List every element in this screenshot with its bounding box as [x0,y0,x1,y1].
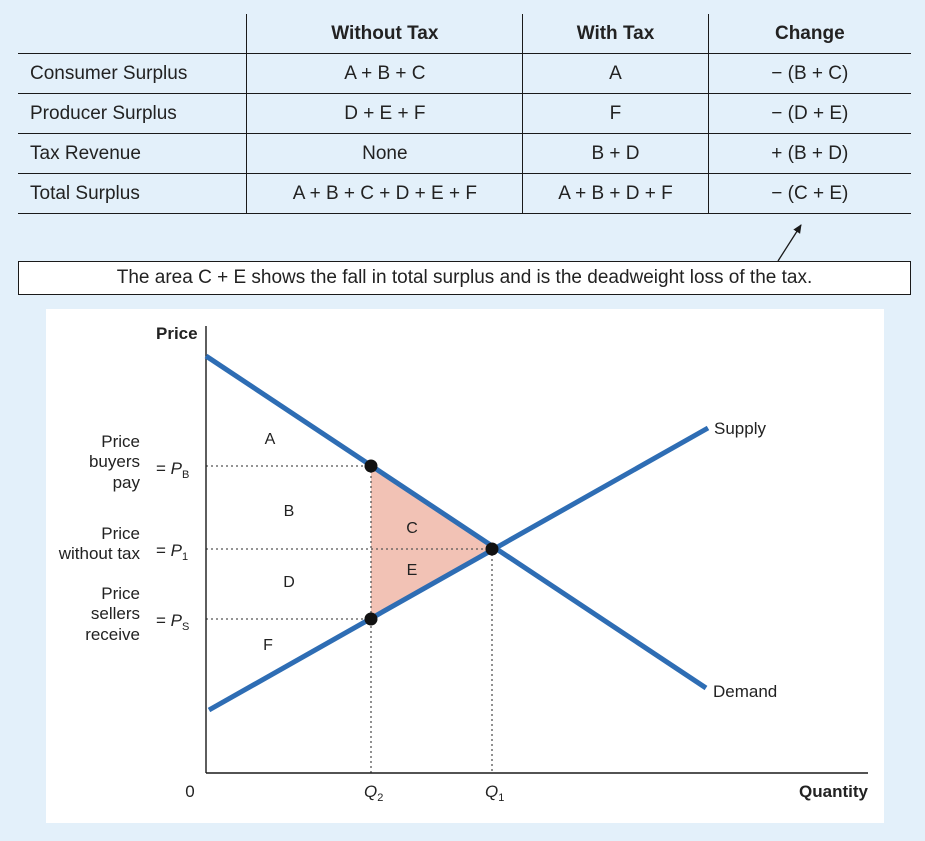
point-sellers-price [364,612,378,626]
demand-curve [204,353,708,691]
table-row: Total Surplus A + B + C + D + E + F A + … [18,173,911,214]
price-without-tax-symbol: = P1 [156,541,188,563]
price-without-tax-text: Price without tax [58,524,141,563]
row-label: Total Surplus [18,173,247,214]
cell-with-tax: F [522,93,709,134]
price-sellers-line: sellers [91,604,140,623]
supply-label: Supply [714,419,766,438]
cell-with-tax: A + B + D + F [522,173,709,214]
table-row: Producer Surplus D + E + F F − (D + E) [18,93,911,134]
cell-without-tax: A + B + C + D + E + F [246,173,523,214]
row-label: Consumer Surplus [18,53,247,94]
supply-demand-diagram: Price Quantity 0 Supply Demand Price buy… [58,324,869,804]
cell-without-tax: None [246,133,523,174]
header-blank [18,14,247,54]
dotted-guides [206,465,493,773]
row-label: Producer Surplus [18,93,247,134]
price-buyers-line: buyers [89,452,140,471]
price-sellers-text: Price sellers receive [85,584,140,644]
cell-change: − (C + E) [707,173,911,214]
origin-label: 0 [185,782,194,801]
point-equilibrium [485,542,499,556]
area-b-label: B [284,503,295,520]
cell-change: − (B + C) [707,53,911,94]
price-buyers-symbol: = PB [156,459,189,481]
deadweight-note: The area C + E shows the fall in total s… [18,261,911,295]
deadweight-loss-triangle [371,466,492,619]
header-change: Change [707,14,911,54]
price-sellers-symbol: = PS [156,611,189,633]
quantity-q2-label: Q2 [364,782,383,804]
x-axis-label: Quantity [799,782,868,801]
price-buyers-text: Price buyers pay [89,432,141,492]
price-without-tax-line: Price [101,524,140,543]
price-sellers-line: Price [101,584,140,603]
cell-change: + (B + D) [707,133,911,174]
cell-without-tax: D + E + F [246,93,523,134]
quantity-q1-label: Q1 [485,782,504,804]
price-sellers-line: receive [85,625,140,644]
area-e-label: E [407,562,418,579]
header-without-tax: Without Tax [246,14,523,54]
y-axis-label: Price [156,324,198,343]
price-buyers-line: pay [113,473,141,492]
surplus-table: Without Tax With Tax Change Consumer Sur… [18,14,911,214]
point-buyers-price [364,459,378,473]
area-c-label: C [406,520,418,537]
supply-curve [207,425,710,713]
diagram-panel: Price Quantity 0 Supply Demand Price buy… [46,309,884,823]
area-a-label: A [265,431,276,448]
cell-without-tax: A + B + C [246,53,523,94]
area-f-label: F [263,637,273,654]
price-buyers-line: Price [101,432,140,451]
row-label: Tax Revenue [18,133,247,174]
demand-label: Demand [713,682,777,701]
cell-with-tax: A [522,53,709,94]
price-without-tax-line: without tax [58,544,141,563]
table-row: Tax Revenue None B + D + (B + D) [18,133,911,174]
cell-change: − (D + E) [707,93,911,134]
table-header-row: Without Tax With Tax Change [18,14,911,54]
table-row: Consumer Surplus A + B + C A − (B + C) [18,53,911,94]
area-d-label: D [283,574,295,591]
cell-with-tax: B + D [522,133,709,174]
header-with-tax: With Tax [522,14,709,54]
